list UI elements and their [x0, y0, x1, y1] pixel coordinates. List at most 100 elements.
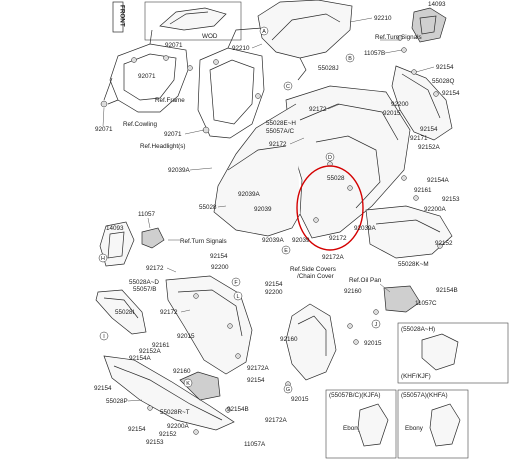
part-label: 55028A~D: [129, 279, 159, 286]
inset-1-note: (KHF/KJF): [401, 373, 431, 380]
svg-text:B: B: [348, 56, 352, 62]
ref-headlights: Ref.Headlight(s): [140, 143, 186, 150]
part-label: 55028E~H: [266, 120, 296, 127]
inset-1-title: (55028A~H): [401, 326, 435, 333]
wod-label: WOD: [202, 33, 218, 40]
part-labels: 14093 92210 92210 11057B 92071 92071 920…: [94, 1, 460, 448]
part-label: 55028R~T: [160, 409, 190, 416]
svg-text:G: G: [286, 387, 290, 393]
part-label: 92200: [391, 101, 409, 108]
part-label: 92071: [138, 73, 156, 80]
part-label: 92161: [414, 187, 432, 194]
callout-b: B: [345, 53, 355, 63]
callout-l: L: [233, 291, 243, 301]
part-label: 92172A: [322, 254, 345, 261]
inset-55028a-h: (55028A~H) (KHF/KJF): [397, 322, 509, 384]
part-label: 92154: [247, 377, 265, 384]
part-label: 92210: [232, 45, 250, 52]
part-label: 55057/B: [133, 286, 156, 293]
svg-text:K: K: [186, 381, 190, 387]
part-label: 92039A: [168, 167, 191, 174]
part-label: 92172: [160, 309, 178, 316]
ref-oil-pan: Ref.Oil Pan: [349, 277, 382, 284]
callout-a: A: [259, 26, 269, 36]
callout-e: E: [281, 245, 291, 255]
front-badge: FRONT: [112, 1, 126, 33]
part-label: 92153: [146, 439, 164, 446]
part-label: 92154: [436, 64, 454, 71]
inset-3-title: (55057A)(KHFA): [401, 392, 448, 399]
part-label: 92154B: [436, 287, 458, 294]
front-label: FRONT: [119, 5, 126, 27]
part-label: 92039: [254, 206, 272, 213]
part-label: 92039A: [354, 225, 377, 232]
part-label: 92200: [265, 289, 283, 296]
turn-signal-top: [397, 7, 447, 53]
callout-k: K: [183, 378, 193, 388]
upper-fairing: [257, 0, 353, 81]
part-label: 11057: [138, 211, 156, 218]
part-label: 92154A: [427, 177, 450, 184]
part-label: 92153: [442, 196, 460, 203]
side-cover: [285, 303, 359, 387]
part-label: 55028J: [318, 65, 339, 72]
callout-i: I: [99, 331, 109, 341]
part-label: 92200A: [167, 423, 190, 430]
callout-g: G: [283, 384, 293, 394]
inset-2-note: Ebony: [343, 425, 362, 432]
part-label: 92071: [164, 131, 182, 138]
ref-chain-cover: /Chain Cover: [297, 273, 334, 280]
ref-frame: Ref.Frame: [155, 97, 185, 104]
part-label: 14093: [106, 225, 124, 232]
part-label: 11057B: [364, 50, 385, 57]
part-label: 92172: [269, 141, 287, 148]
frame-drawing: [100, 27, 265, 139]
part-label: 92154: [265, 281, 283, 288]
svg-text:L: L: [237, 294, 240, 300]
part-label: 92172A: [265, 417, 288, 424]
part-label: 11057A: [244, 441, 266, 448]
callout-d: D: [325, 152, 335, 162]
part-label: 55028K~M: [398, 261, 429, 268]
inset-55057b-c: (55057B/C)(KJFA) Ebony: [325, 389, 397, 459]
inset-2-title: (55057B/C)(KJFA): [329, 392, 380, 399]
right-lower-duct: [365, 205, 453, 259]
callout-c: C: [283, 81, 293, 91]
part-label: 92154B: [227, 406, 249, 413]
part-label: 55057A/C: [266, 128, 294, 135]
part-label: 92161: [152, 342, 170, 349]
part-label: 92015: [291, 396, 309, 403]
part-label: 92172: [146, 265, 164, 272]
ref-side-covers: Ref.Side Covers: [290, 266, 336, 273]
callout-j: J: [371, 319, 381, 329]
part-label: 11057C: [415, 300, 437, 307]
part-label: 92039: [292, 237, 310, 244]
part-label: 92160: [344, 288, 362, 295]
part-label: 92154: [420, 126, 438, 133]
wod-inset: WOD: [144, 1, 242, 41]
part-label: 92152A: [418, 144, 441, 151]
part-label: 92210: [374, 15, 392, 22]
part-label: 55028I: [115, 309, 135, 316]
part-label: 92015: [177, 333, 195, 340]
left-lower-fairing: [95, 275, 253, 375]
part-label: 92039A: [262, 237, 285, 244]
belly-pan: [103, 355, 235, 435]
highlight-oval: [296, 165, 364, 251]
svg-text:D: D: [328, 155, 332, 161]
part-label: 92154: [442, 90, 460, 97]
part-label: 92172: [309, 106, 327, 113]
part-label: 92200A: [424, 206, 447, 213]
part-label: 14093: [428, 1, 446, 8]
svg-text:E: E: [284, 248, 288, 254]
svg-text:H: H: [101, 256, 105, 262]
callout-f: F: [231, 277, 241, 287]
part-label: 92154: [128, 426, 146, 433]
ref-cowling: Ref.Cowling: [123, 121, 157, 128]
reference-labels: Ref.Turn Signals Ref.Frame Ref.Cowling R…: [123, 34, 422, 293]
svg-text:F: F: [234, 280, 238, 286]
part-label: 92152: [435, 240, 453, 247]
inset-3-note: Ebony: [405, 425, 424, 432]
part-label: 92154A: [129, 355, 152, 362]
